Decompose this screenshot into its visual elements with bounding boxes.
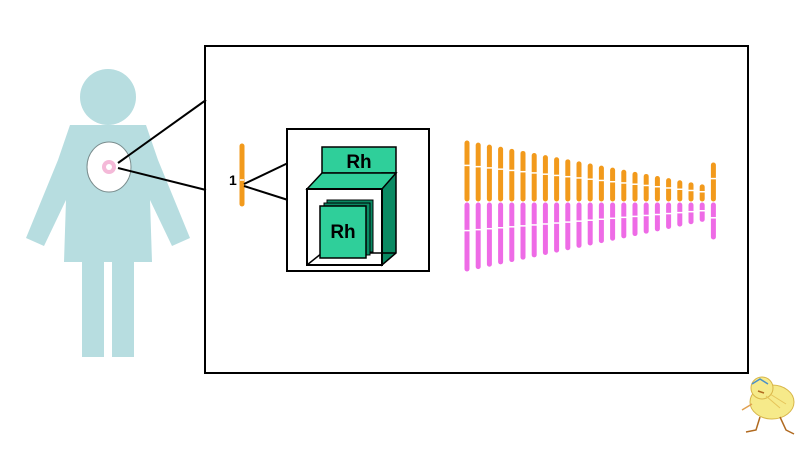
cell-icon xyxy=(86,141,132,193)
woman-figure-icon xyxy=(26,69,190,357)
zoom-line-inner-top xyxy=(243,162,289,185)
chromosome-1 xyxy=(239,143,245,207)
zoom-frame xyxy=(204,45,749,374)
rh-gene-structure xyxy=(305,146,398,267)
gene-label-inner: Rh xyxy=(330,222,355,243)
chick-drawing-icon xyxy=(741,376,795,435)
zoom-line-bottom xyxy=(117,167,207,191)
gene-label-outer: Rh xyxy=(346,152,371,173)
zoom-line-inner-bottom xyxy=(243,185,289,201)
chromosome-number-label: 1 xyxy=(229,172,237,188)
zoom-line-top xyxy=(117,99,207,164)
karyotype xyxy=(464,140,717,272)
